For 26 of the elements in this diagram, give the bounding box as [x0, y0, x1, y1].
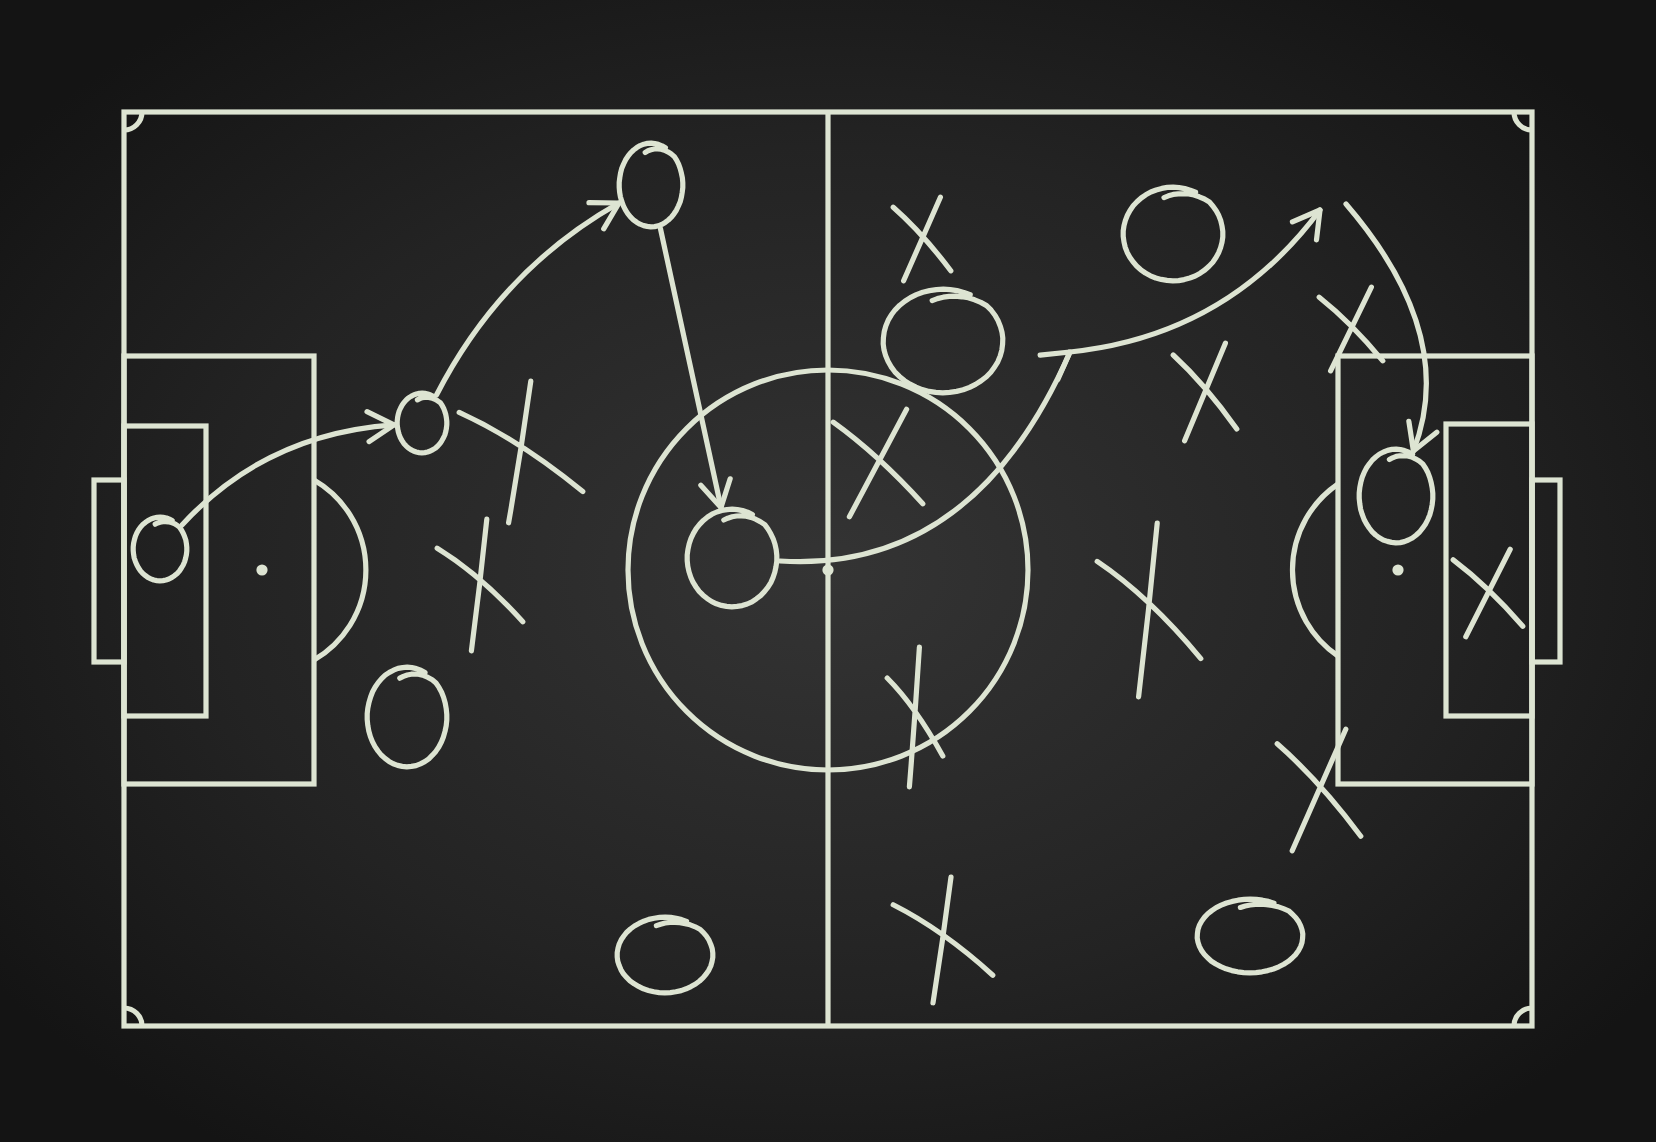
cross-mark-icon [830, 406, 926, 520]
arrow [1343, 201, 1439, 454]
arrow [179, 409, 397, 528]
circle-mark-icon [616, 140, 686, 230]
arrow [434, 200, 622, 398]
cross-mark-icon [1316, 284, 1386, 374]
cross-mark-icon [884, 644, 946, 790]
cross-mark-icon [1094, 520, 1204, 700]
circle-mark-icon [684, 506, 780, 610]
circle-mark-icon [614, 914, 716, 996]
arrow [777, 207, 1323, 565]
arrow [657, 225, 733, 510]
cross-mark-icon [434, 516, 526, 654]
cross-mark-icon [890, 194, 954, 284]
circle-mark-icon [130, 514, 190, 584]
circle-mark-icon [394, 390, 450, 456]
circle-mark-icon [364, 664, 450, 770]
cross-mark-icon [1170, 340, 1240, 444]
circle-mark-icon [880, 286, 1006, 396]
circle-mark-icon [1120, 184, 1226, 284]
circle-mark-icon [1194, 896, 1306, 976]
cross-mark-icon [890, 874, 996, 1006]
cross-mark-icon [1274, 726, 1364, 854]
cross-mark-icon [456, 378, 586, 526]
circle-mark-icon [1356, 446, 1436, 546]
cross-mark-icon [1450, 546, 1526, 640]
